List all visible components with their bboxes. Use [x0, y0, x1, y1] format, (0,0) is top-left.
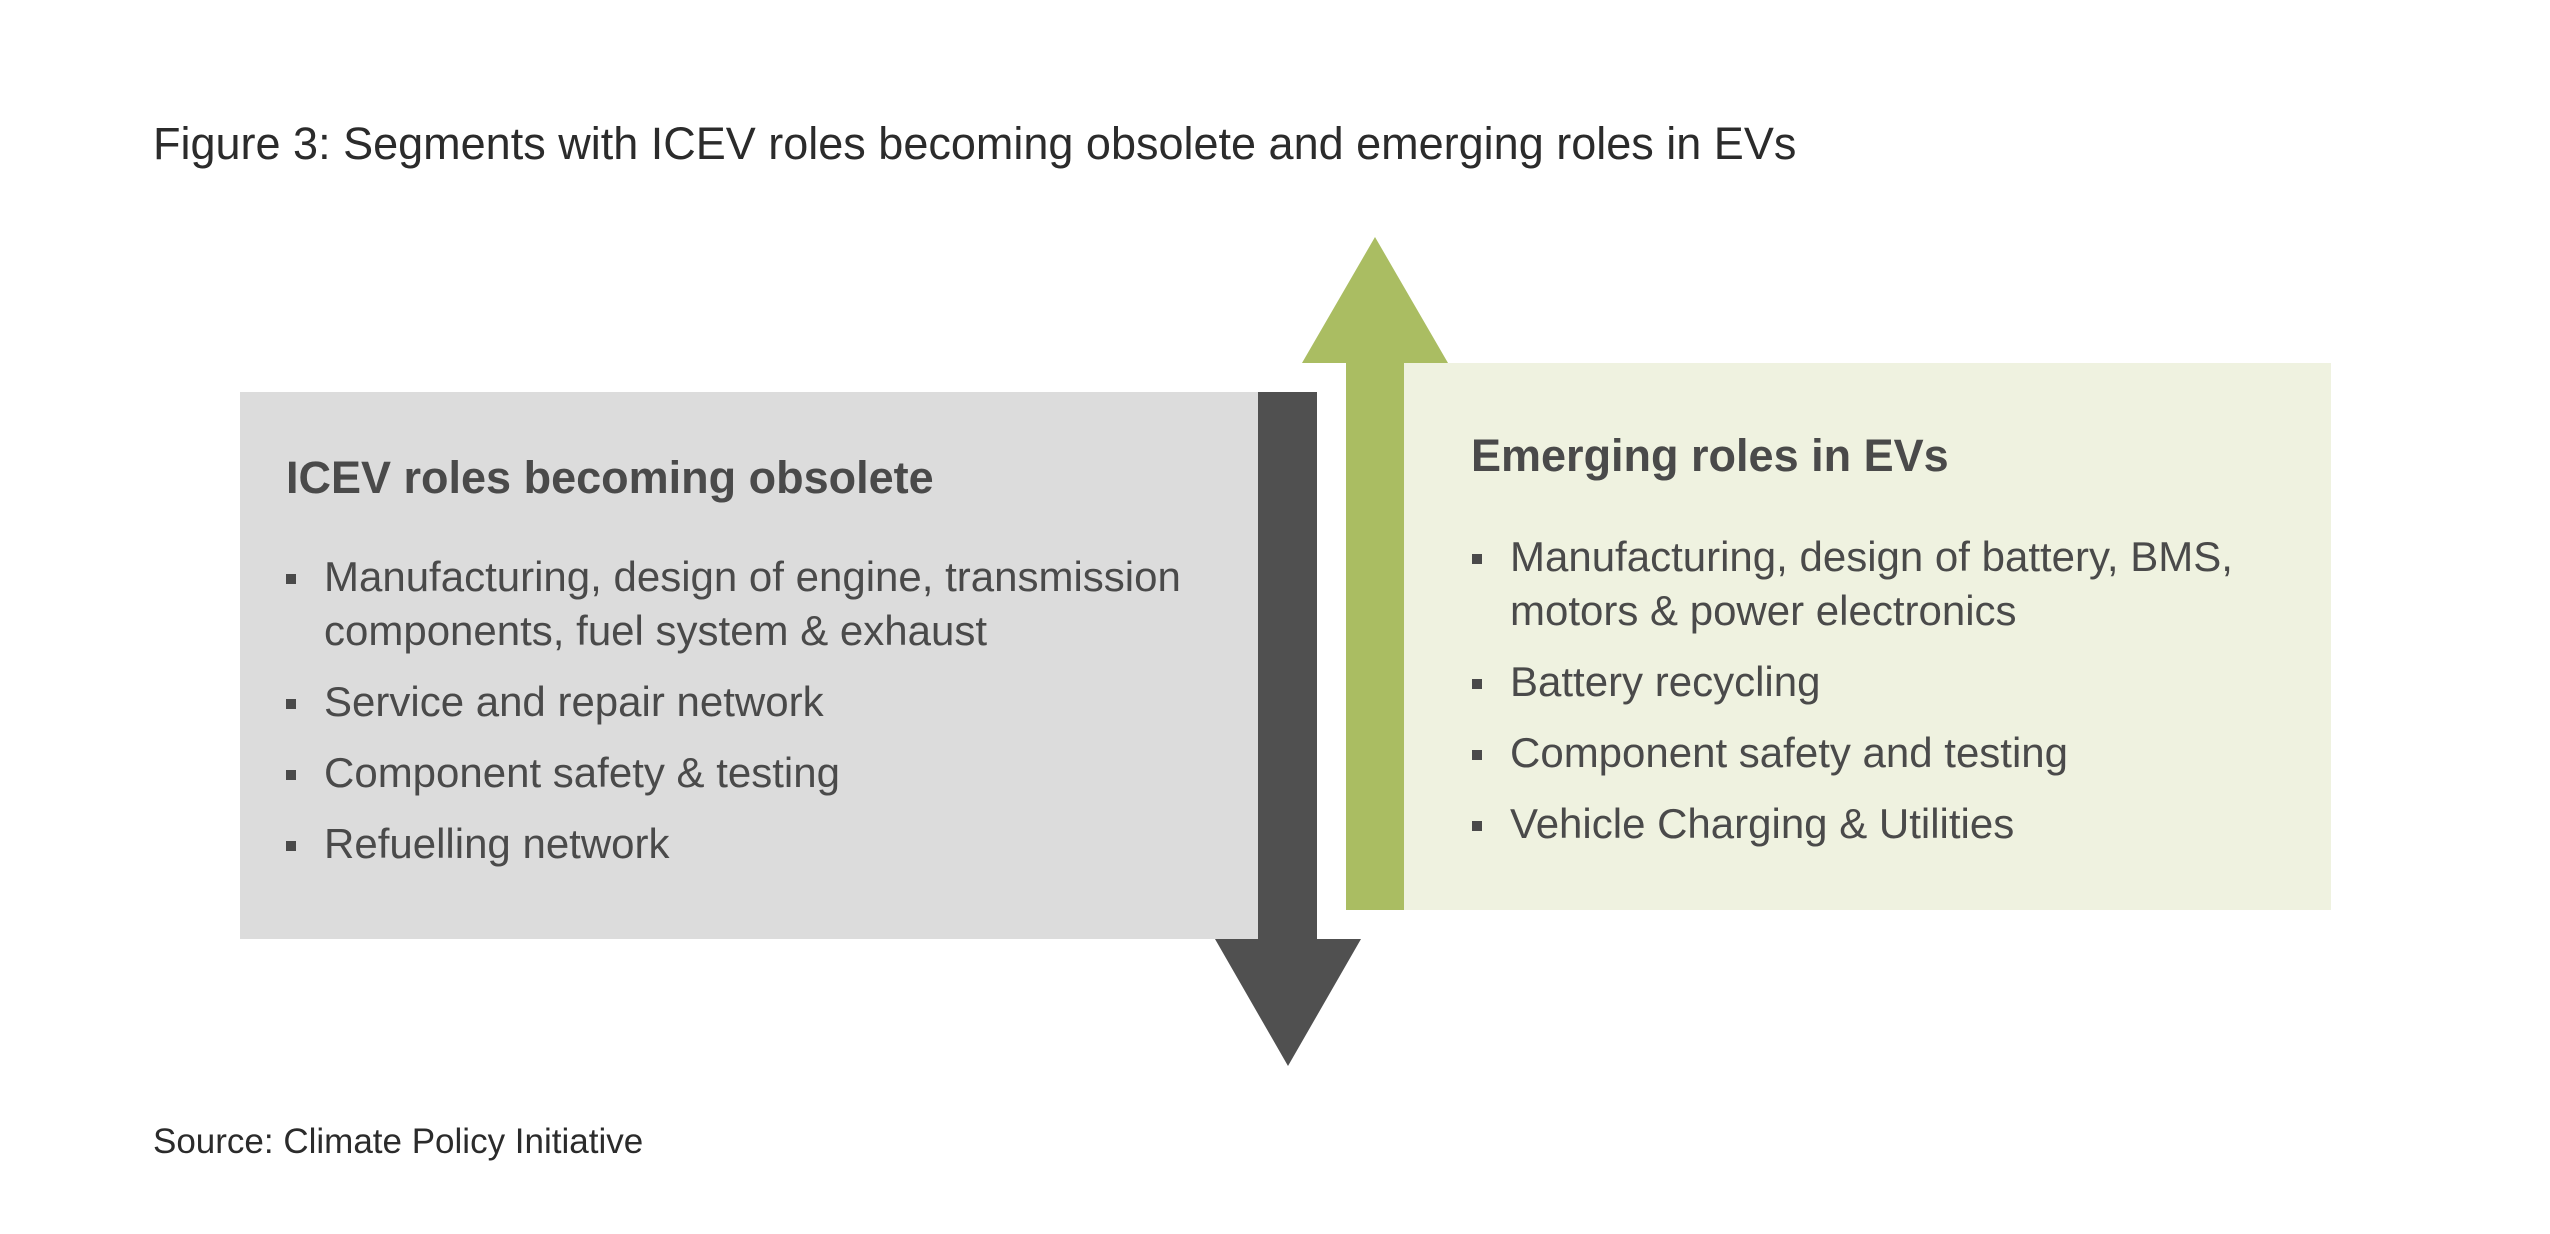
down-arrow-icon: [1215, 392, 1361, 1066]
list-item: Manufacturing, design of battery, BMS, m…: [1472, 530, 2312, 638]
up-arrow-icon: [1302, 237, 1448, 910]
emerging-roles-panel: [1404, 363, 2331, 910]
emerging-roles-list: Manufacturing, design of battery, BMS, m…: [1472, 530, 2312, 868]
obsolete-roles-heading: ICEV roles becoming obsolete: [286, 452, 934, 503]
figure-title: Figure 3: Segments with ICEV roles becom…: [153, 118, 1797, 169]
source-note: Source: Climate Policy Initiative: [153, 1122, 644, 1161]
emerging-roles-heading: Emerging roles in EVs: [1471, 430, 1949, 481]
list-item: Battery recycling: [1472, 655, 2312, 709]
list-item: Vehicle Charging & Utilities: [1472, 797, 2312, 851]
obsolete-roles-list: Manufacturing, design of engine, transmi…: [286, 550, 1246, 888]
obsolete-roles-panel: [240, 392, 1258, 939]
list-item: Manufacturing, design of engine, transmi…: [286, 550, 1246, 658]
list-item: Component safety & testing: [286, 746, 1246, 800]
list-item: Component safety and testing: [1472, 726, 2312, 780]
list-item: Refuelling network: [286, 817, 1246, 871]
list-item: Service and repair network: [286, 675, 1246, 729]
